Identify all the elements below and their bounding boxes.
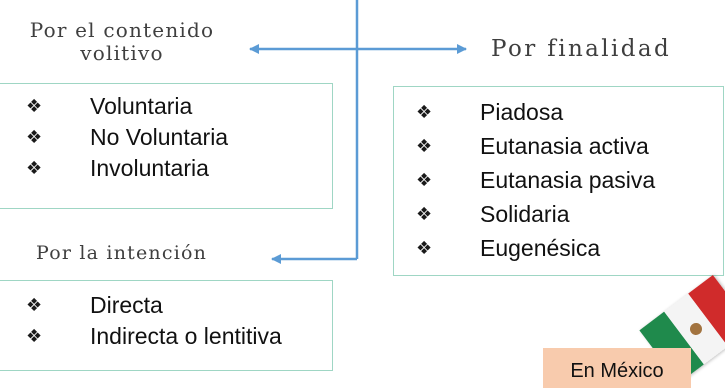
- connector-lines: [249, 0, 467, 264]
- heading-volitivo-line-1: Por el contenido: [29, 18, 215, 42]
- list-item: ❖ Voluntaria: [26, 91, 332, 122]
- list-item-label: Directa: [90, 292, 163, 318]
- list-item: ❖ Indirecta o lentitiva: [26, 321, 332, 352]
- list-item: ❖ Eugenésica: [416, 231, 723, 265]
- list-item-label: Piadosa: [480, 98, 564, 125]
- heading-contenido-volitivo: Por el contenido volitivo: [2, 19, 242, 65]
- heading-finalidad: Por finalidad: [491, 36, 672, 62]
- list-item: ❖ Solidaria: [416, 197, 723, 231]
- diamond-bullet-icon: ❖: [416, 135, 433, 157]
- list-item: ❖ Involuntaria: [26, 153, 332, 184]
- list-item-label: Solidaria: [480, 200, 570, 227]
- diamond-bullet-icon: ❖: [416, 237, 433, 259]
- list-item: ❖ Piadosa: [416, 95, 723, 129]
- heading-volitivo-line-2: volitivo: [80, 41, 164, 65]
- diamond-bullet-icon: ❖: [416, 203, 433, 225]
- diamond-bullet-icon: ❖: [26, 127, 43, 148]
- diamond-bullet-icon: ❖: [26, 96, 43, 117]
- diamond-bullet-icon: ❖: [416, 101, 433, 123]
- list-item-label: Eutanasia activa: [480, 132, 649, 159]
- list-item-label: Indirecta o lentitiva: [90, 323, 282, 349]
- diamond-bullet-icon: ❖: [416, 169, 433, 191]
- flag-emblem-icon: [687, 320, 705, 338]
- list-item-label: No Voluntaria: [90, 124, 229, 150]
- list-item-label: Voluntaria: [90, 93, 193, 119]
- diamond-bullet-icon: ❖: [26, 326, 43, 347]
- list-item: ❖ No Voluntaria: [26, 122, 332, 153]
- list-intencion: ❖ Directa ❖ Indirecta o lentitiva: [26, 290, 332, 352]
- list-item: ❖ Eutanasia pasiva: [416, 163, 723, 197]
- box-contenido-volitivo: ❖ Voluntaria ❖ No Voluntaria ❖ Involuntaria: [0, 83, 333, 209]
- list-volitivo: ❖ Voluntaria ❖ No Voluntaria ❖ Involuntaria: [26, 91, 332, 184]
- list-item: ❖ Eutanasia activa: [416, 129, 723, 163]
- diamond-bullet-icon: ❖: [26, 158, 43, 179]
- list-item-label: Eutanasia pasiva: [480, 166, 656, 193]
- box-intencion: ❖ Directa ❖ Indirecta o lentitiva: [0, 280, 333, 371]
- list-item-label: Involuntaria: [90, 155, 209, 181]
- list-item: ❖ Directa: [26, 290, 332, 321]
- list-item-label: Eugenésica: [480, 234, 601, 261]
- box-finalidad: ❖ Piadosa ❖ Eutanasia activa ❖ Eutanasia pa…: [393, 86, 724, 276]
- list-finalidad: ❖ Piadosa ❖ Eutanasia activa ❖ Eutanasia pa…: [416, 95, 723, 265]
- diamond-bullet-icon: ❖: [26, 295, 43, 316]
- note-en-mexico: En México: [543, 348, 691, 388]
- heading-intencion: Por la intención: [36, 242, 208, 264]
